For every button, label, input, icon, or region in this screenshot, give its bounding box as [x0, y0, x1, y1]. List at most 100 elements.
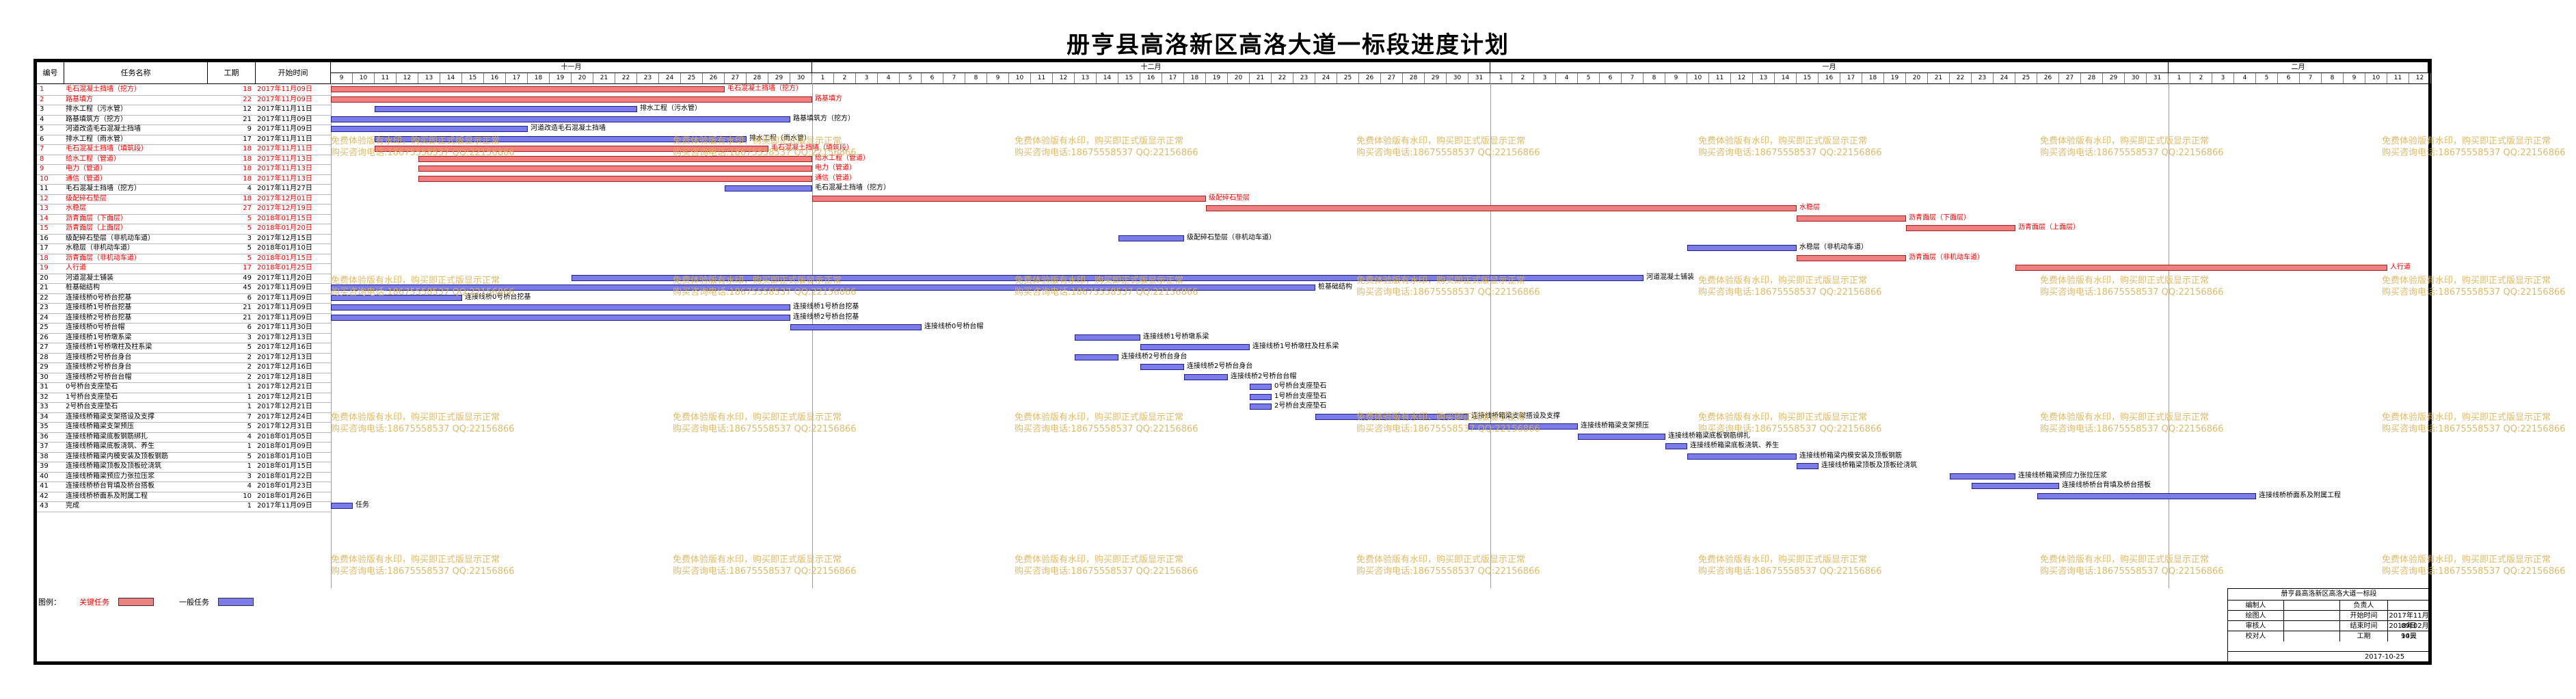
task-name: 河道混凝土铺装 [66, 274, 113, 282]
gantt-bar[interactable] [1578, 433, 1665, 440]
gantt-bar[interactable] [331, 96, 812, 103]
gantt-bar[interactable] [725, 185, 812, 192]
gantt-bar[interactable] [331, 294, 462, 301]
day-number: 14 [1775, 73, 1797, 83]
gantt-bar[interactable] [375, 146, 768, 152]
watermark-line1: 免费体验版有水印，购买即正式版显示正常 [331, 276, 500, 286]
month-grid-line [331, 83, 332, 588]
gantt-bar[interactable] [2015, 265, 2387, 271]
gantt-bar[interactable] [1250, 404, 1272, 410]
watermark-line2: 购买咨询电话:18675558537 QQ:22156866 [2382, 287, 2566, 298]
row-divider [37, 174, 331, 175]
gantt-bar-label: 沥青面层（下面层） [1909, 213, 1970, 222]
day-number: 5 [1578, 73, 1600, 83]
gantt-bar[interactable] [1468, 423, 1578, 430]
row-divider [37, 313, 331, 314]
day-number: 4 [2234, 73, 2256, 83]
watermark: 免费体验版有水印，购买即正式版显示正常购买咨询电话:18675558537 QQ… [673, 135, 857, 159]
watermark-line2: 购买咨询电话:18675558537 QQ:22156866 [1015, 424, 1198, 434]
gantt-bar[interactable] [331, 503, 353, 509]
gantt-bar[interactable] [331, 285, 1315, 291]
gantt-bar[interactable] [331, 116, 790, 122]
gantt-bar[interactable] [331, 304, 790, 311]
gantt-bar-label: 连接线桥1号桥台挖基 [793, 303, 859, 311]
task-id: 27 [40, 343, 49, 351]
gantt-bar[interactable] [1972, 483, 2059, 489]
day-number: 16 [1140, 73, 1162, 83]
gantt-bar[interactable] [1250, 384, 1272, 390]
gantt-bar[interactable] [1687, 453, 1797, 460]
gantt-bar-label: 连接线桥箱梁支架搭设及支撑 [1471, 412, 1560, 420]
task-id: 18 [40, 254, 49, 262]
watermark-line2: 购买咨询电话:18675558537 QQ:22156866 [331, 287, 515, 298]
gantt-bar[interactable] [790, 324, 922, 330]
day-number: 9 [331, 73, 353, 83]
gantt-bar[interactable] [2037, 492, 2256, 499]
gantt-bar[interactable] [1184, 373, 1228, 380]
day-number: 9 [1665, 73, 1687, 83]
row-divider [37, 303, 331, 304]
gantt-bar[interactable] [1118, 235, 1184, 241]
gantt-bar[interactable] [1206, 205, 1797, 211]
watermark-line2: 购买咨询电话:18675558537 QQ:22156866 [1356, 287, 1540, 298]
gantt-bar[interactable] [1906, 225, 2015, 231]
gantt-bar[interactable] [1950, 473, 2015, 479]
day-number: 22 [1272, 73, 1293, 83]
month-dec: 十二月 [812, 62, 1490, 73]
task-duration: 4 [247, 185, 252, 192]
legend-normal-label: 一般任务 [179, 598, 209, 607]
gantt-bar[interactable] [418, 175, 812, 182]
month-grid-line [1490, 83, 1491, 588]
day-number: 2 [2190, 73, 2212, 83]
gantt-bar[interactable] [812, 195, 1206, 202]
gantt-bar[interactable] [375, 106, 637, 112]
day-number: 28 [747, 73, 768, 83]
gantt-bar[interactable] [1140, 364, 1184, 370]
col-id[interactable]: 编号 [37, 62, 64, 83]
gantt-bar[interactable] [375, 135, 747, 142]
task-duration: 4 [247, 482, 252, 490]
gantt-bar[interactable] [331, 314, 790, 321]
gantt-bar-label: 沥青面层（非机动车道） [1909, 253, 1984, 261]
col-name[interactable]: 任务名称 [64, 62, 208, 83]
task-duration: 2 [247, 353, 252, 361]
gantt-bar[interactable] [331, 86, 725, 92]
info-cell: 绘图人 [2228, 611, 2284, 621]
watermark-line1: 免费体验版有水印，购买即正式版显示正常 [2040, 412, 2210, 423]
gantt-bar[interactable] [418, 166, 812, 172]
task-name: 电力（管道） [66, 165, 107, 172]
gantt-bar[interactable] [1797, 463, 1819, 469]
gantt-bar[interactable] [1797, 254, 1906, 261]
gantt-bar[interactable] [1665, 443, 1687, 449]
gantt-bar[interactable] [1687, 245, 1797, 251]
gantt-bar-label: 沥青面层（上面层） [2018, 224, 2080, 231]
gantt-bar[interactable] [1250, 393, 1272, 400]
watermark-line1: 免费体验版有水印，购买即正式版显示正常 [1015, 136, 1184, 146]
gantt-bar[interactable] [418, 155, 812, 162]
task-id: 15 [40, 224, 49, 232]
task-id: 8 [40, 155, 44, 163]
gantt-bar[interactable] [1140, 344, 1250, 350]
gantt-bar-label: 排水工程（污水管） [640, 105, 701, 112]
day-number: 12 [1053, 73, 1075, 83]
day-number: 9 [2344, 73, 2365, 83]
col-start[interactable]: 开始时间 [256, 62, 331, 83]
col-duration[interactable]: 工期 [208, 62, 256, 83]
watermark-line1: 免费体验版有水印，购买即正式版显示正常 [1015, 412, 1184, 423]
task-id: 16 [40, 234, 49, 242]
gantt-bar[interactable] [1315, 413, 1468, 420]
task-id: 21 [40, 284, 49, 291]
gantt-bar[interactable] [1075, 334, 1140, 341]
task-id: 30 [40, 373, 49, 381]
task-name: 连接线桥桥面系及附属工程 [66, 492, 148, 500]
gantt-bar[interactable] [331, 126, 528, 132]
row-divider [37, 323, 331, 324]
gantt-bar[interactable] [572, 274, 1643, 281]
gantt-bar[interactable] [1075, 354, 1118, 360]
gantt-bar[interactable] [1797, 215, 1906, 222]
task-start: 2018年01月09日 [257, 443, 312, 450]
page-title: 册亨县高洛新区高洛大道一标段进度计划 [1066, 31, 1510, 59]
task-name: 连接线桥2号桥台台帽 [66, 373, 132, 381]
